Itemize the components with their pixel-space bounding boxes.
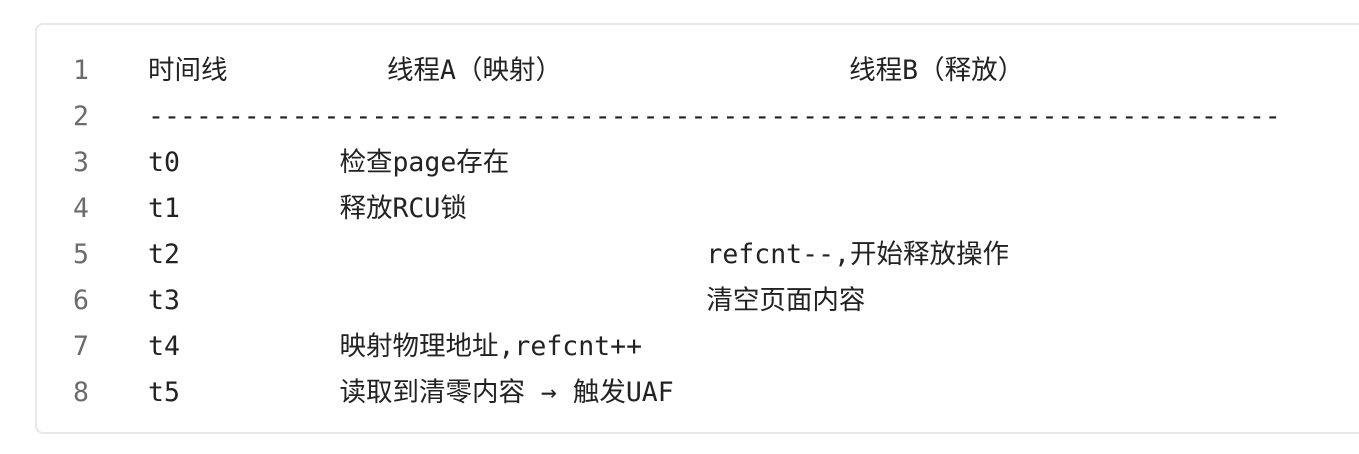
line-text: ----------------------------------------… [148,101,1281,132]
line-text: t3 清空页面内容 [148,285,866,316]
line-number: 5 [73,239,89,270]
line-text: t1 释放RCU锁 [148,193,467,224]
line-number: 8 [73,377,89,408]
line-text: 时间线 线程A（映射） 线程B（释放） [148,55,1025,86]
line-number: 7 [73,331,89,362]
line-number: 3 [73,147,89,178]
line-number: 1 [73,55,89,86]
line-text: t0 检查page存在 [148,147,510,178]
line-text: t2 refcnt--,开始释放操作 [148,239,1009,270]
line-number: 4 [73,193,89,224]
line-number: 2 [73,101,89,132]
line-text: t4 映射物理地址,refcnt++ [148,331,643,362]
code-block: 1 时间线 线程A（映射） 线程B（释放） 2 ------------------… [35,23,1359,434]
line-number: 6 [73,285,89,316]
line-text: t5 读取到清零内容 → 触发UAF [148,377,674,408]
